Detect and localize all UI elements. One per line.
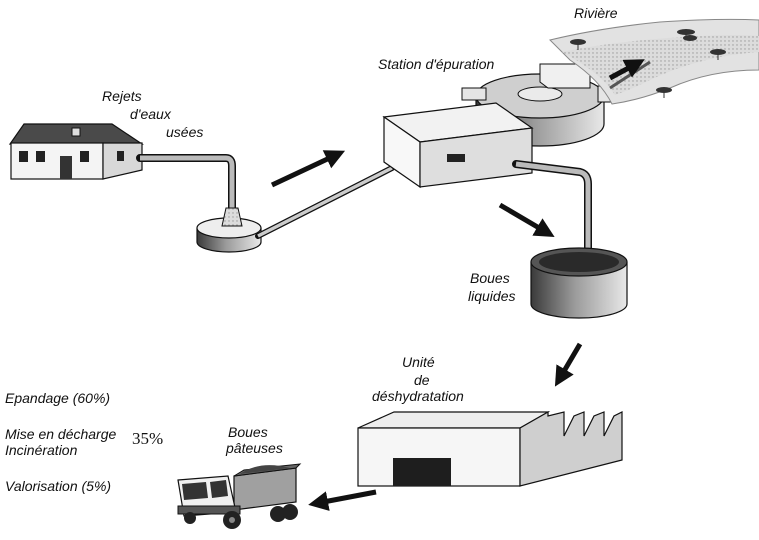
destination-incineration: Incinération [5, 442, 78, 458]
trees [570, 29, 726, 98]
label-unite-line2: de [414, 372, 430, 388]
station-building [382, 102, 534, 189]
collection-basin [196, 207, 262, 253]
label-station: Station d'épuration [378, 56, 495, 72]
dewatering-unit [357, 410, 623, 487]
destination-decharge: Mise en décharge [5, 426, 117, 442]
label-boues-liquides-line2: liquides [468, 288, 516, 304]
label-boues-pateuses-line1: Boues [228, 424, 268, 440]
label-unite-line1: Unité [402, 354, 435, 370]
destination-combined-share: 35% [132, 429, 164, 448]
flow-arrow-to-liquid-sludge [498, 202, 555, 238]
destination-valorisation: Valorisation (5%) [5, 478, 112, 494]
label-boues-pateuses-line2: pâteuses [226, 440, 283, 456]
flow-arrow-to-truck [308, 489, 377, 511]
liquid-sludge-tank [530, 247, 628, 319]
flow-arrow-to-dewatering [554, 342, 583, 387]
label-rejets-line1: Rejets [102, 88, 142, 104]
truck [177, 463, 302, 529]
transfer-pipe [255, 165, 395, 239]
sludge-pipe [512, 160, 592, 260]
label-rejets-line2: d'eaux [130, 106, 171, 122]
label-unite-line3: déshydratation [372, 388, 464, 404]
label-rejets-line3: usées [166, 124, 204, 140]
flow-arrow-to-station [270, 150, 346, 188]
house [8, 123, 144, 180]
destination-epandage: Epandage (60%) [5, 390, 111, 406]
label-boues-liquides-line1: Boues [470, 270, 510, 286]
flow-arrow-to-river [608, 59, 645, 81]
sewer-pipe [136, 154, 236, 216]
label-riviere: Rivière [574, 5, 618, 21]
